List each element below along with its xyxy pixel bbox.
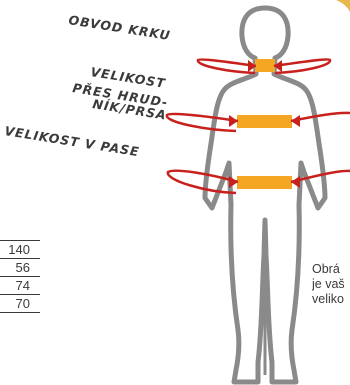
- table-row: 56: [0, 259, 40, 277]
- waist-label: VELIKOST V PASE: [4, 123, 141, 159]
- size-note: Obrá je vaš veliko: [312, 262, 350, 307]
- chest-band: [237, 115, 292, 128]
- note-line: je vaš: [312, 277, 350, 292]
- corner-decoration: [336, 0, 350, 12]
- note-line: veliko: [312, 292, 350, 307]
- table-row: 70: [0, 295, 40, 313]
- note-line: Obrá: [312, 262, 350, 277]
- table-row: 140: [0, 240, 40, 259]
- table-row: 74: [0, 277, 40, 295]
- neck-label: OBVOD KRKU: [68, 12, 172, 43]
- neck-band: [255, 59, 275, 72]
- waist-band: [237, 176, 292, 189]
- size-table-fragment: 140 56 74 70: [0, 240, 40, 313]
